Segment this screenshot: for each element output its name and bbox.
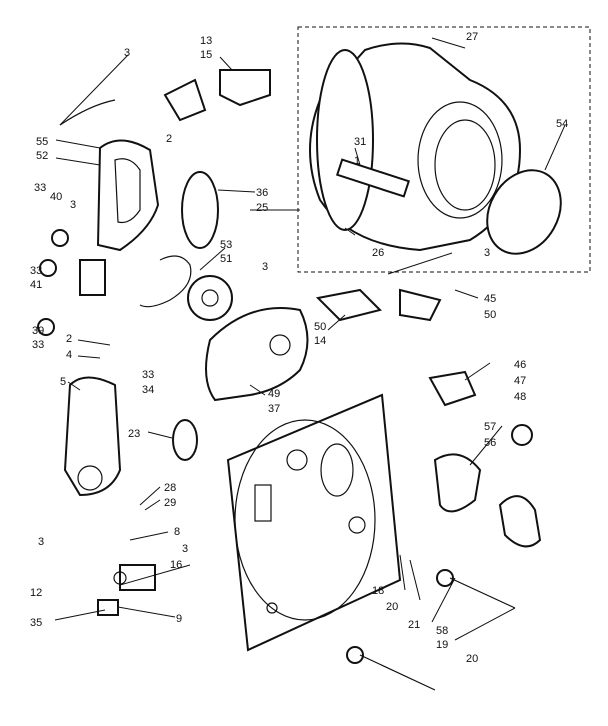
- callout-50: 50: [484, 309, 496, 321]
- lint-filter: [172, 419, 198, 461]
- thermostat-bracket: [219, 69, 271, 107]
- bearing-support-bracket: [96, 139, 160, 252]
- callout-56: 56: [484, 437, 496, 449]
- callout-34: 34: [142, 384, 154, 396]
- callout-2: 2: [66, 333, 72, 345]
- drum-belt: [181, 171, 219, 249]
- callout-52: 52: [36, 150, 48, 162]
- wire-harness: [59, 99, 116, 126]
- callout-39: 39: [32, 325, 44, 337]
- callout-53: 53: [220, 239, 232, 251]
- drum-assembly-box: [297, 26, 591, 273]
- roller-wheels: [37, 229, 106, 336]
- callout-33: 33: [30, 265, 42, 277]
- callout-40: 40: [50, 191, 62, 203]
- motor: [113, 564, 156, 591]
- callout-15: 15: [200, 49, 212, 61]
- callout-20: 20: [466, 653, 478, 665]
- blower-housing: [205, 307, 309, 402]
- callout-2: 2: [166, 133, 172, 145]
- callout-55: 55: [36, 136, 48, 148]
- callout-57: 57: [484, 421, 496, 433]
- blower-wheel: [187, 275, 233, 321]
- callout-21: 21: [408, 619, 420, 631]
- callout-54: 54: [556, 118, 568, 130]
- exhaust-hood: [498, 495, 542, 548]
- callout-31: 31: [354, 136, 366, 148]
- callout-45: 45: [484, 293, 496, 305]
- callout-3: 3: [484, 247, 490, 259]
- callout-47: 47: [514, 375, 526, 387]
- callout-33: 33: [32, 339, 44, 351]
- callout-26: 26: [372, 247, 384, 259]
- fuse-connector: [163, 78, 207, 122]
- thermostat-cap: [511, 424, 533, 446]
- callout-49: 49: [268, 388, 280, 400]
- leader-lines: [54, 37, 566, 641]
- callout-3: 3: [262, 261, 268, 273]
- callout-25: 25: [256, 202, 268, 214]
- callout-1: 1: [354, 155, 360, 167]
- callout-29: 29: [164, 497, 176, 509]
- callout-51: 51: [220, 253, 232, 265]
- callout-18: 18: [372, 585, 384, 597]
- callout-58: 58: [436, 625, 448, 637]
- callout-37: 37: [268, 403, 280, 415]
- callout-4: 4: [66, 349, 72, 361]
- leveling-legs: [346, 569, 516, 691]
- callout-13: 13: [200, 35, 212, 47]
- drum-seal-ring: [486, 169, 562, 255]
- callout-28: 28: [164, 482, 176, 494]
- callout-33: 33: [34, 182, 46, 194]
- callout-41: 41: [30, 279, 42, 291]
- callout-9: 9: [176, 613, 182, 625]
- callout-50: 50: [314, 321, 326, 333]
- callout-27: 27: [466, 31, 478, 43]
- front-bulkhead: [63, 376, 122, 497]
- callout-3: 3: [70, 199, 76, 211]
- callout-3: 3: [124, 47, 130, 59]
- callout-23: 23: [128, 428, 140, 440]
- drum: [309, 42, 522, 252]
- callout-35: 35: [30, 617, 42, 629]
- exhaust-duct: [433, 453, 482, 513]
- control-cover: [315, 288, 382, 322]
- callout-labels: 3 13 15 27 55 52 2 31 1 54 33 40 3 36 25…: [30, 31, 568, 665]
- callout-36: 36: [256, 187, 268, 199]
- callout-14: 14: [314, 335, 326, 347]
- callout-19: 19: [436, 639, 448, 651]
- terminal-block: [399, 288, 442, 322]
- callout-48: 48: [514, 391, 526, 403]
- callout-8: 8: [174, 526, 180, 538]
- callout-3: 3: [182, 543, 188, 555]
- callout-16: 16: [170, 559, 182, 571]
- callout-46: 46: [514, 359, 526, 371]
- idler-spring: [139, 255, 192, 308]
- callout-20: 20: [386, 601, 398, 613]
- rear-panel: [226, 393, 402, 652]
- callout-33: 33: [142, 369, 154, 381]
- callout-12: 12: [30, 587, 42, 599]
- heater-assembly: [428, 370, 477, 407]
- callout-3: 3: [38, 536, 44, 548]
- switch: [97, 599, 119, 616]
- callout-5: 5: [60, 376, 66, 388]
